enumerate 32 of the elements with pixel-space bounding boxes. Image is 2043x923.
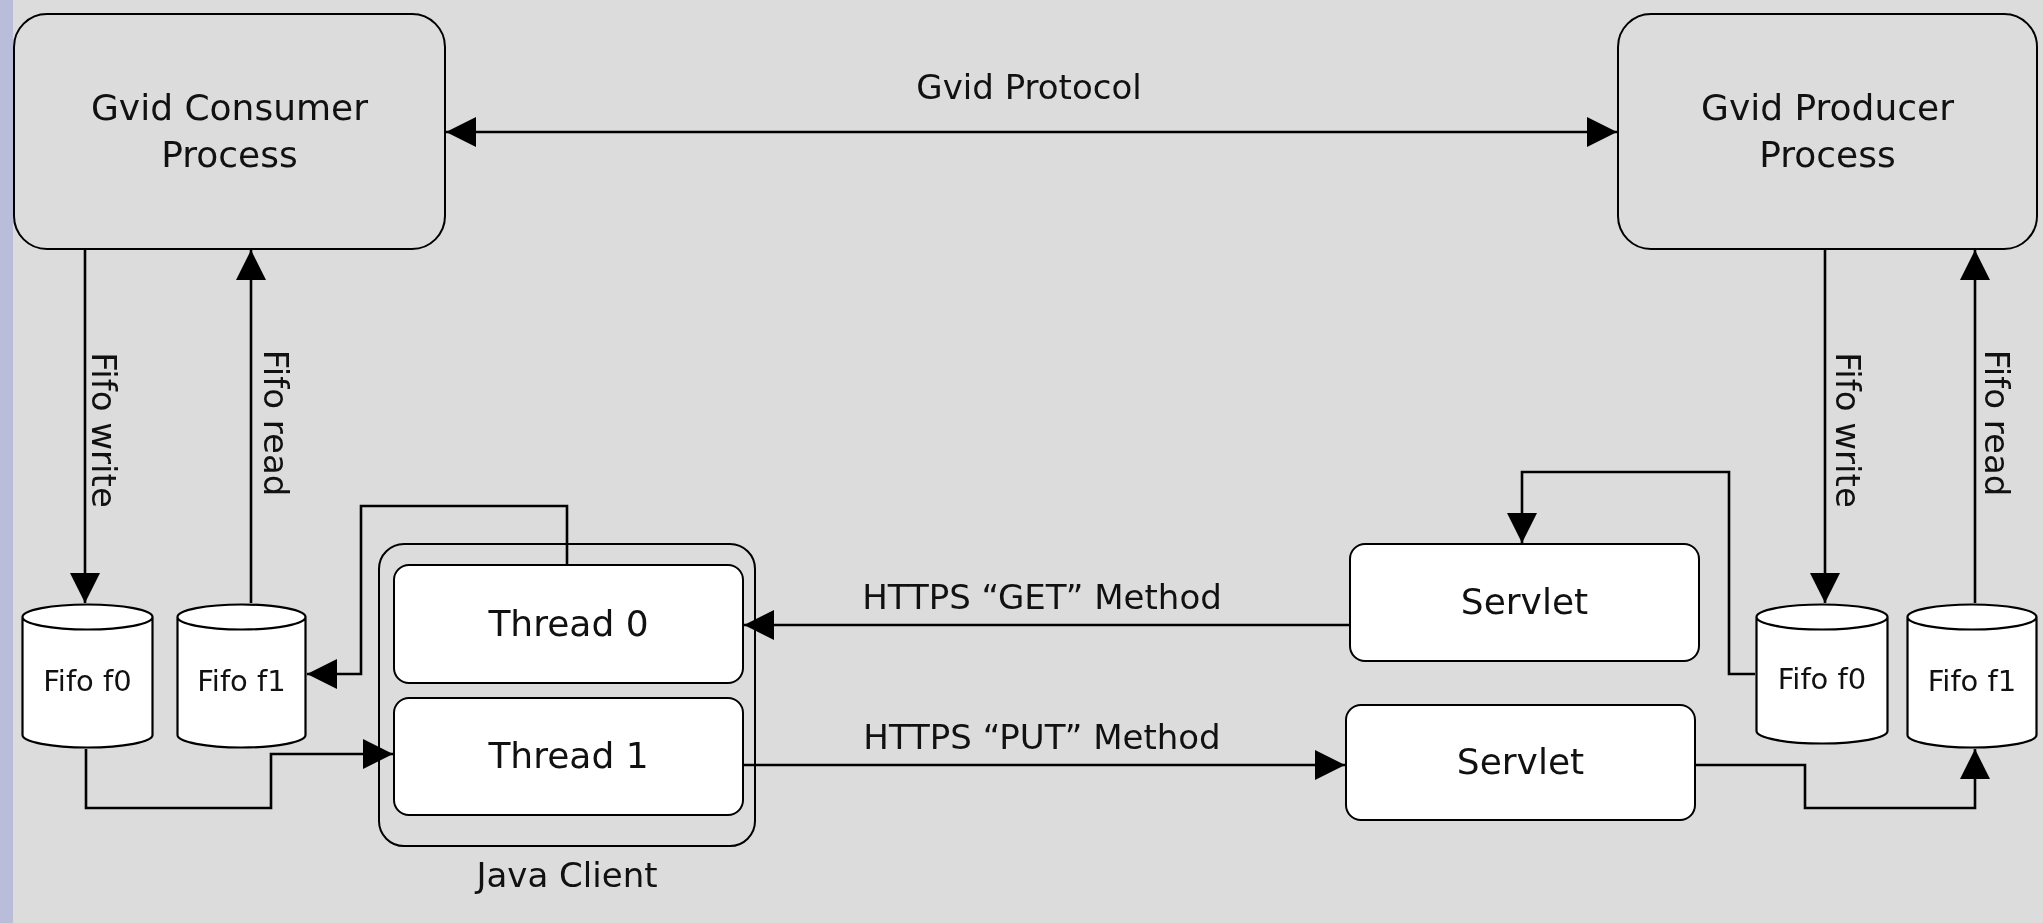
arrow [446,117,1617,147]
fifo-label: Fifo f0 [43,663,132,701]
fifo-label: Fifo f0 [1777,661,1867,699]
arrow [1696,749,1990,810]
box-label: Thread 1 [488,734,649,779]
arrow [744,610,1349,640]
process-box [1617,13,2038,250]
fifo-label: Fifo f1 [197,663,286,701]
process-box [13,13,446,250]
arrow [1810,250,1840,603]
arrow [84,739,393,810]
box-label: Thread 0 [488,601,649,646]
process-box [393,697,744,816]
edge-label: Fifo read [256,348,296,499]
box-label: Gvid Producer Process [1700,85,1955,177]
edge-label: Fifo write [84,351,124,510]
box-label: Servlet [1460,580,1589,625]
process-box [1349,543,1700,662]
edge-label: Fifo read [1977,348,2017,499]
arrow [744,750,1345,780]
fifo-label: Fifo f1 [1927,663,2017,701]
arrow [1507,470,1755,676]
process-box [393,564,744,684]
box-label: Gvid Consumer Process [89,85,370,177]
process-box [1345,704,1696,821]
arrow [1960,250,1990,603]
box-label: Servlet [1456,740,1585,785]
edge-label: Fifo write [1828,351,1868,510]
arrow [236,250,266,603]
group-label: Java Client [473,854,659,897]
arrow [70,250,100,603]
arrow [307,504,569,689]
